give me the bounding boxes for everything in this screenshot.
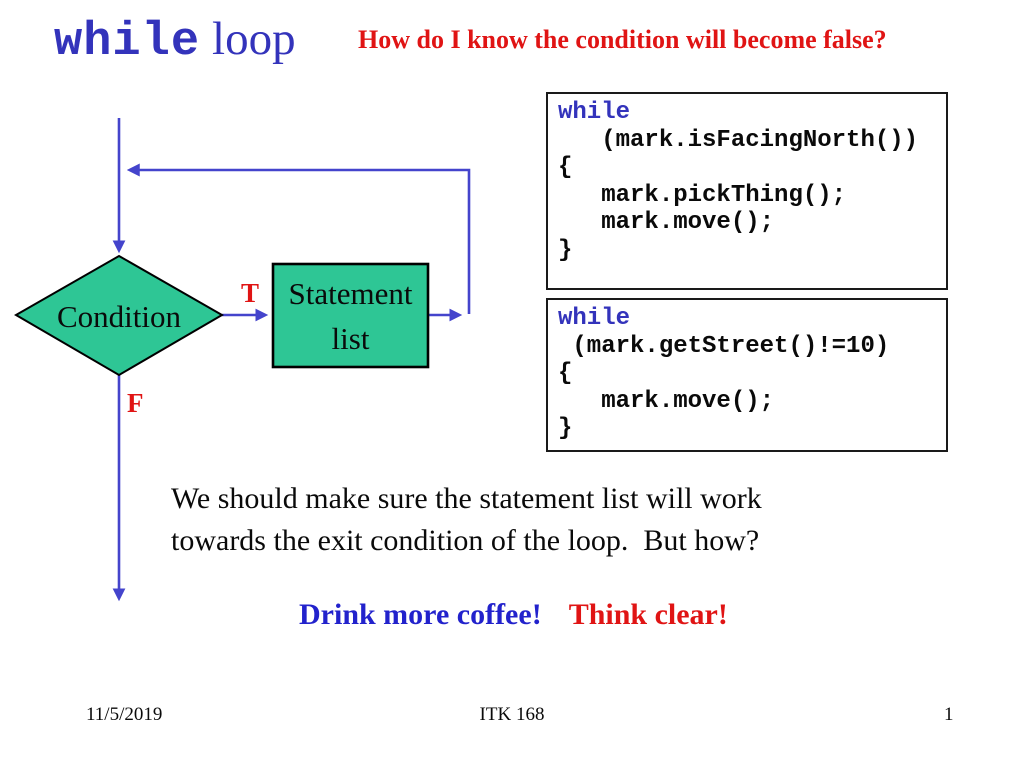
title-while-keyword: while: [54, 16, 201, 69]
code-box-isfacingnorth: while (mark.isFacingNorth()) { mark.pick…: [546, 92, 948, 290]
footer-course-label: ITK 168: [479, 704, 545, 725]
false-branch-label: F: [127, 388, 144, 418]
note-text: We should make sure the statement list w…: [171, 482, 762, 557]
code-body: (mark.isFacingNorth()) { mark.pickThing(…: [558, 126, 919, 264]
tagline: Drink more coffee! Think clear!: [299, 598, 728, 632]
statement-list-box: [271, 262, 430, 369]
footer-page-number: 1: [944, 704, 954, 725]
loopback-arrow-line: [126, 163, 471, 314]
condition-diamond: [14, 254, 224, 377]
condition-label: Condition: [56, 299, 181, 334]
question-heading: How do I know the condition will become …: [358, 25, 887, 54]
true-branch-label: T: [241, 278, 260, 308]
statement-list-label: Statement list: [288, 275, 413, 356]
tagline-blue-text: Drink more coffee!: [299, 598, 542, 631]
code-body: (mark.getStreet()!=10) { mark.move(); }: [558, 332, 890, 443]
code-while-keyword: while: [558, 99, 631, 126]
code-while-keyword: while: [558, 305, 631, 332]
code-box-getstreet: while (mark.getStreet()!=10) { mark.move…: [546, 298, 948, 452]
title-loop-word: loop: [212, 13, 296, 65]
footer-date: 11/5/2019: [86, 704, 163, 725]
tagline-red-text: Think clear!: [568, 598, 728, 631]
